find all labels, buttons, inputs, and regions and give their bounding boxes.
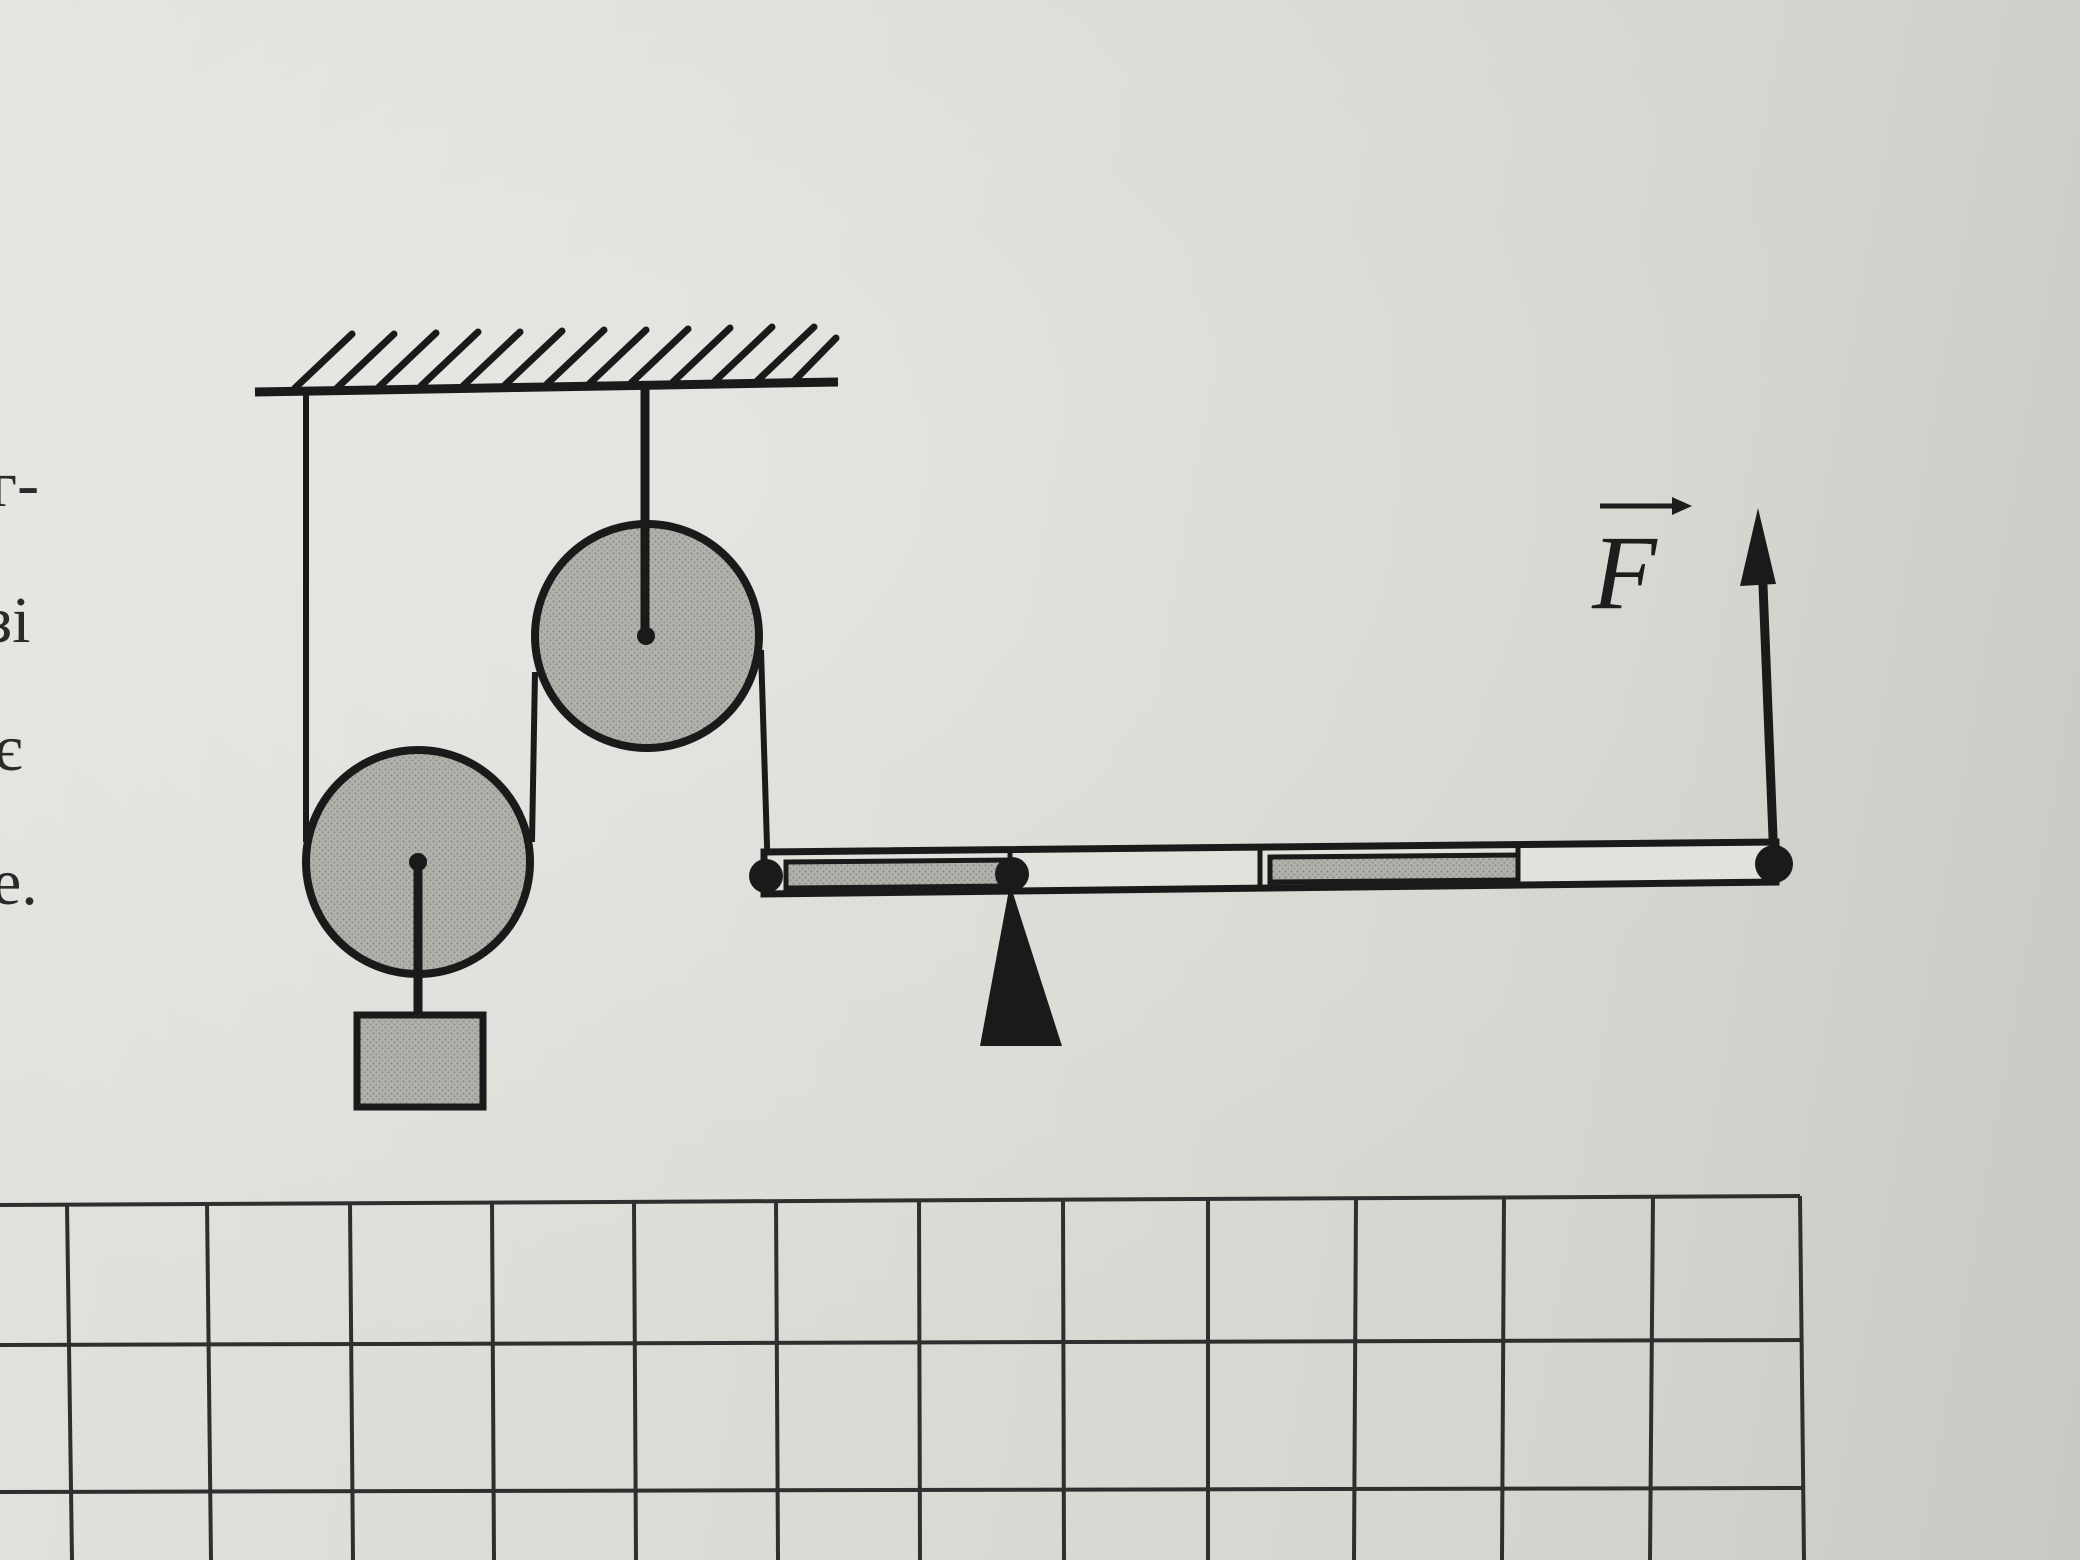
lever-right-joint (1755, 845, 1793, 883)
lever-left-joint (749, 859, 783, 893)
margin-text-line-2: зі (0, 584, 31, 657)
margin-text-line-4: е. (0, 846, 38, 919)
vector-arrow-icon (1600, 497, 1692, 515)
fulcrum-triangle (980, 884, 1062, 1046)
force-symbol: F (1592, 514, 1657, 631)
lever-bar (760, 838, 1780, 898)
force-vector-label: F (1592, 497, 1692, 626)
rope-right-strand (758, 649, 771, 879)
hanging-load (353, 1011, 487, 1111)
margin-text-line-3: є (0, 712, 23, 785)
force-arrow (1740, 508, 1779, 863)
ceiling-support (254, 323, 840, 397)
fixed-pulley (531, 388, 763, 752)
answer-grid (0, 1194, 1806, 1560)
lever-pivot-joint (995, 857, 1029, 891)
margin-text-line-1: г- (0, 448, 40, 521)
rope-middle-strand (529, 671, 538, 843)
movable-pulley (302, 746, 534, 1015)
